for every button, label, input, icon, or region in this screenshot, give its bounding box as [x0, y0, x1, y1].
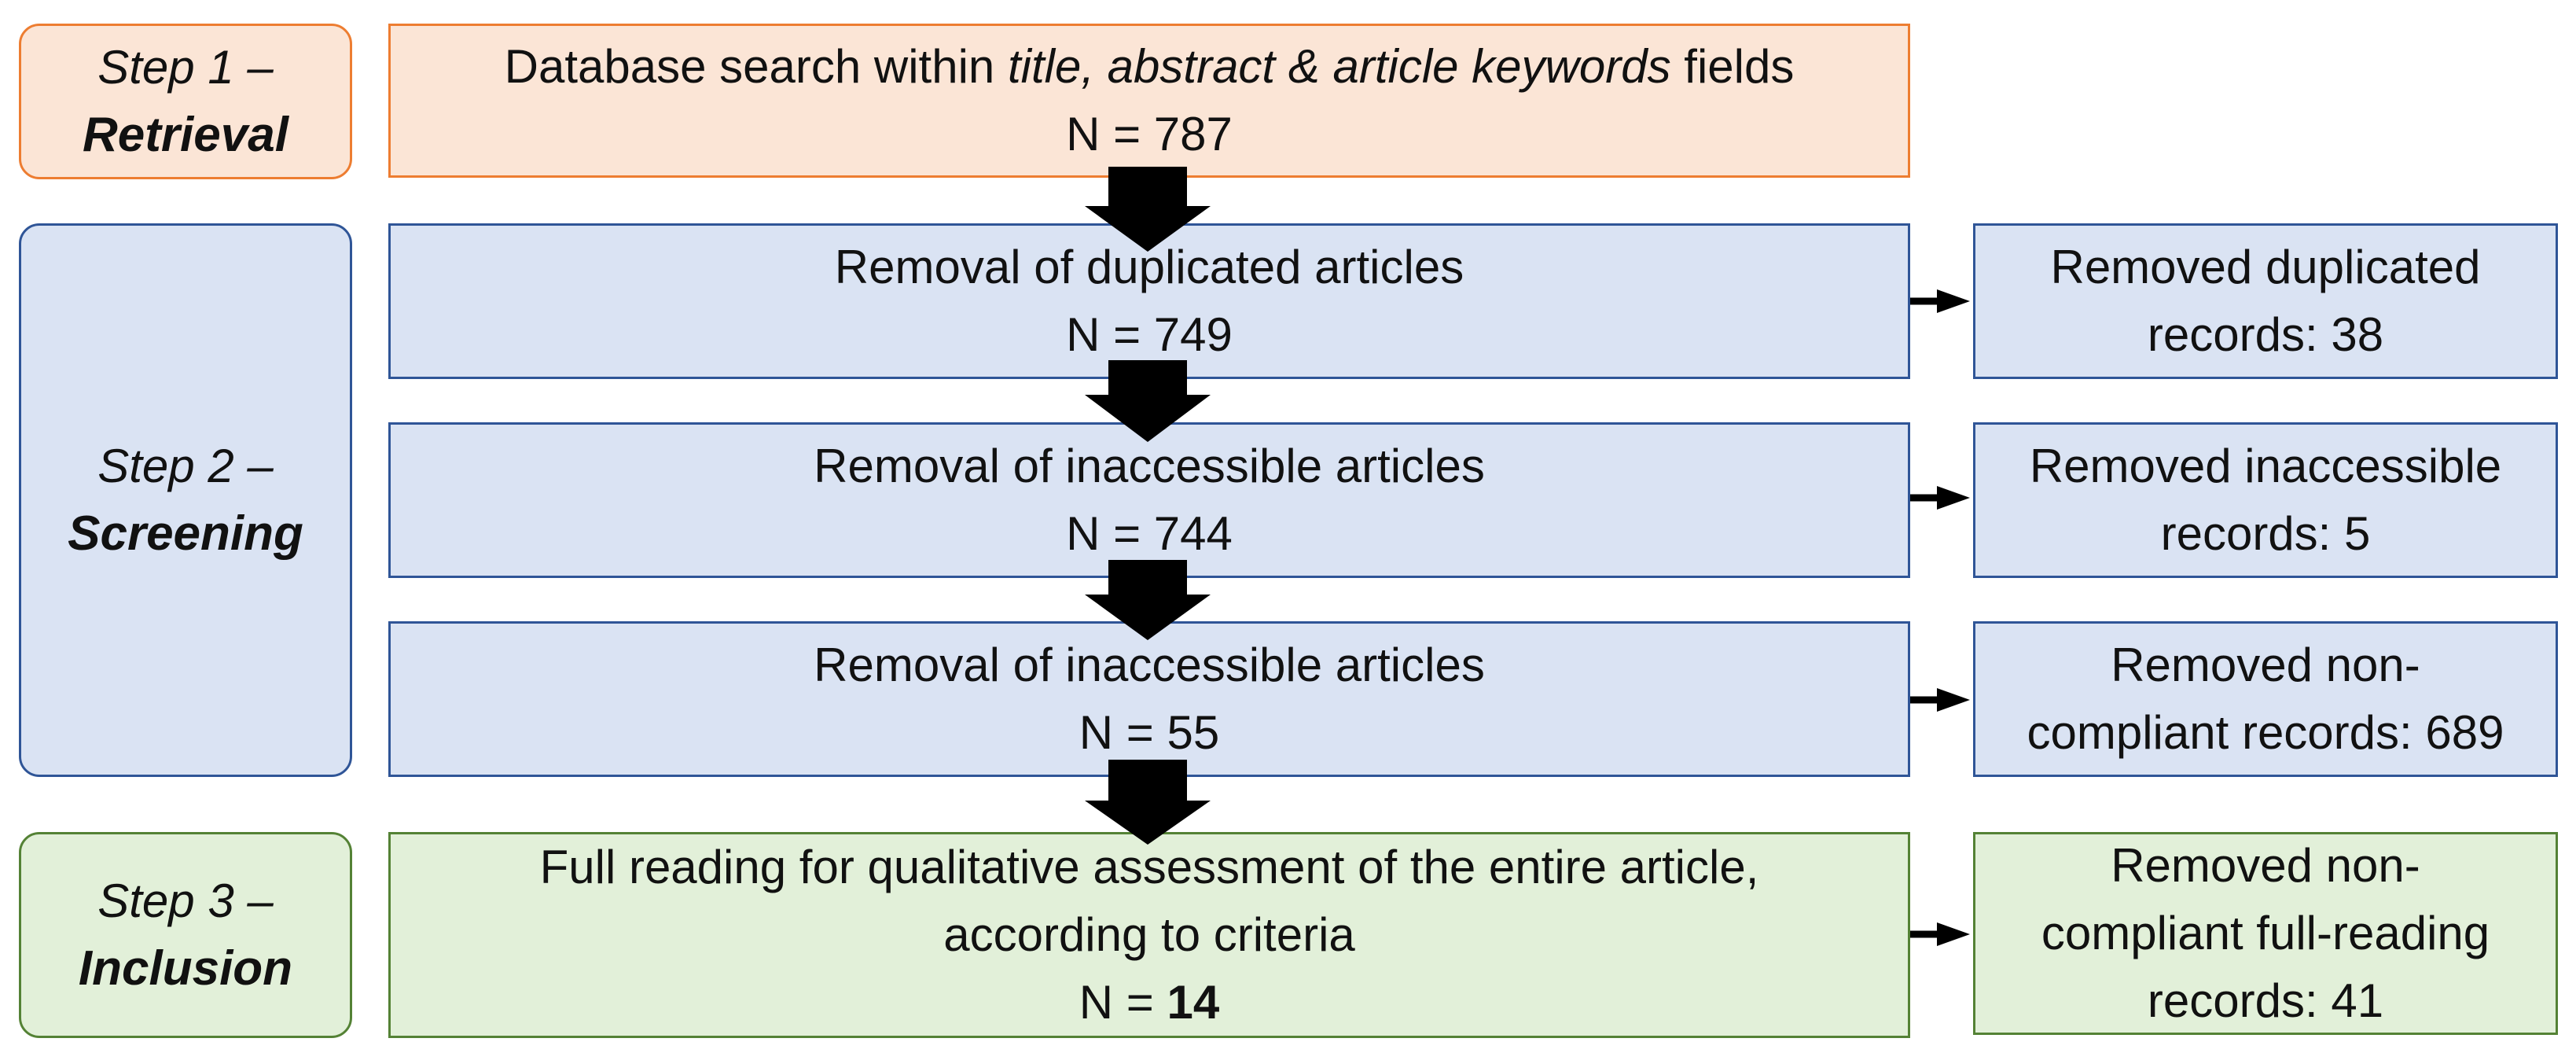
screening-box-inaccessible: Removal of inaccessible articles N = 744: [388, 422, 1910, 578]
removed-line: Removed duplicated: [2050, 241, 2481, 293]
removed-line: Removed inaccessible: [2029, 440, 2502, 492]
removed-line: Removed non-: [2111, 639, 2420, 691]
right-arrow-icon: [1910, 486, 1970, 510]
inclusion-count-prefix: N =: [1079, 976, 1167, 1029]
down-arrow-icon: [1085, 560, 1211, 640]
removed-box-fullreading: Removed non- compliant full-reading reco…: [1973, 832, 2558, 1035]
stage-name: Retrieval: [83, 108, 288, 162]
stage-step-label: Step 2 –: [97, 440, 274, 492]
removed-line: records: 38: [2147, 308, 2384, 361]
retrieval-text-pre: Database search within: [504, 40, 1008, 93]
retrieval-box: Database search within title, abstract &…: [388, 24, 1910, 178]
retrieval-text-post: fields: [1670, 40, 1795, 93]
stage-name: Inclusion: [78, 941, 293, 996]
screening-count: N = 744: [1066, 507, 1233, 560]
removed-box-duplicates: Removed duplicated records: 38: [1973, 223, 2558, 379]
retrieval-text: Database search within title, abstract &…: [505, 33, 1795, 101]
down-arrow-icon: [1085, 760, 1211, 845]
retrieval-text-fields: title, abstract & article keywords: [1007, 40, 1671, 93]
removed-line: compliant full-reading: [2041, 907, 2490, 959]
inclusion-text-line1: Full reading for qualitative assessment …: [539, 841, 1759, 893]
screening-box-noncompliant: Removal of inaccessible articles N = 55: [388, 621, 1910, 777]
stage-step-label: Step 3 –: [97, 874, 274, 927]
down-arrow-icon: [1085, 167, 1211, 252]
removed-line: Removed non-: [2111, 839, 2420, 892]
removed-box-inaccessible: Removed inaccessible records: 5: [1973, 422, 2558, 578]
screening-count: N = 749: [1066, 308, 1233, 361]
screening-count: N = 55: [1079, 706, 1220, 759]
removed-line: records: 5: [2160, 507, 2371, 560]
screening-text: Removal of inaccessible articles: [814, 440, 1485, 492]
inclusion-text-line2: according to criteria: [943, 908, 1355, 961]
right-arrow-icon: [1910, 289, 1970, 313]
right-arrow-icon: [1910, 688, 1970, 712]
down-arrow-icon: [1085, 360, 1211, 442]
stage-inclusion: Step 3 – Inclusion: [19, 832, 352, 1038]
retrieval-count: N = 787: [1066, 108, 1233, 160]
removed-line: records: 41: [2147, 974, 2384, 1027]
right-arrow-icon: [1910, 922, 1970, 946]
removed-line: compliant records: 689: [2027, 706, 2504, 759]
stage-name: Screening: [68, 506, 303, 561]
screening-text: Removal of inaccessible articles: [814, 639, 1485, 691]
inclusion-count-value: 14: [1167, 976, 1220, 1029]
removed-box-noncompliant: Removed non- compliant records: 689: [1973, 621, 2558, 777]
inclusion-count: N = 14: [1079, 969, 1219, 1036]
inclusion-box: Full reading for qualitative assessment …: [388, 832, 1910, 1038]
stage-screening: Step 2 – Screening: [19, 223, 352, 777]
stage-retrieval: Step 1 – Retrieval: [19, 24, 352, 179]
stage-step-label: Step 1 –: [97, 41, 274, 94]
